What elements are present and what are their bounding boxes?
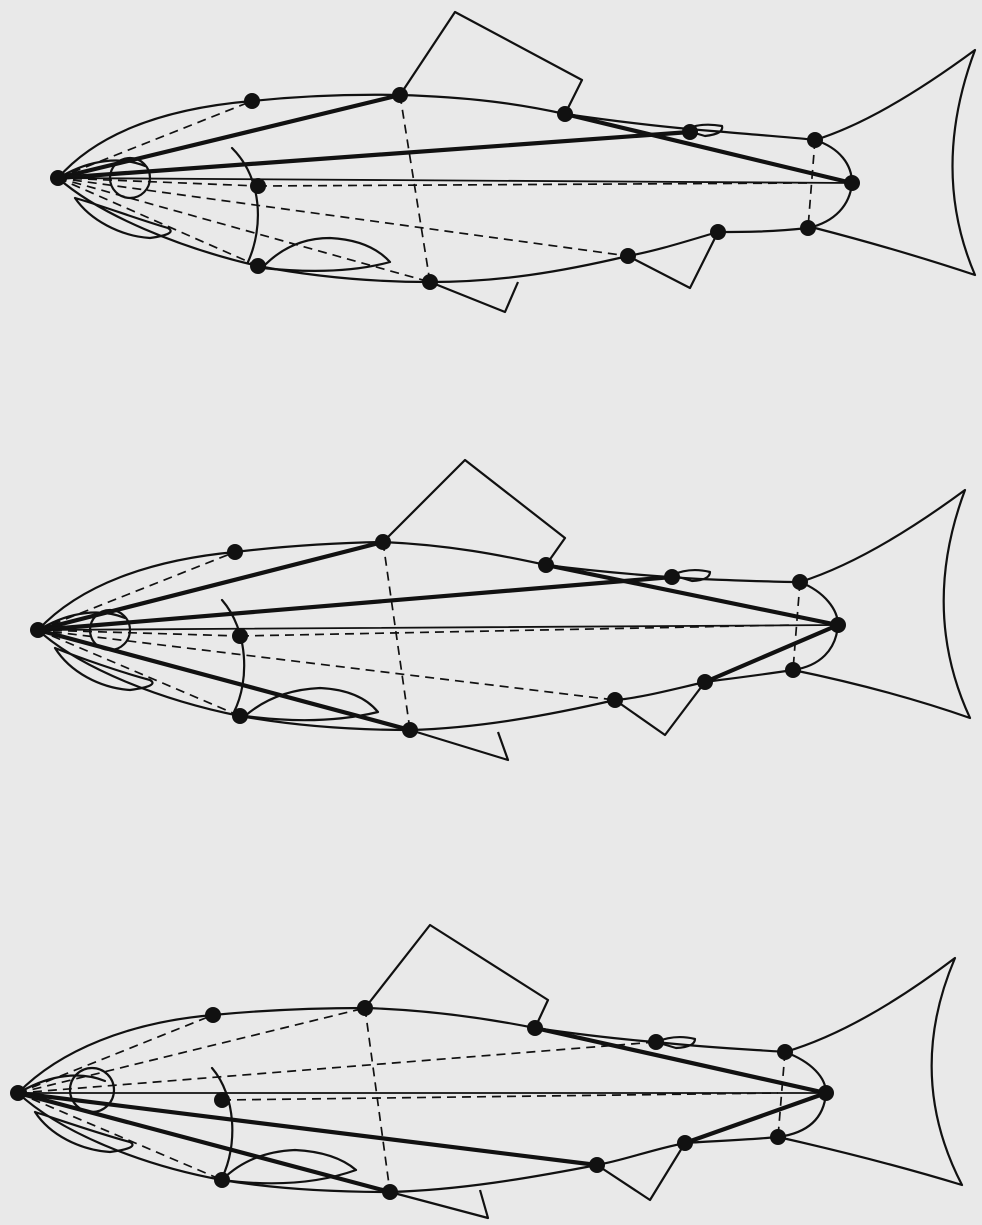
landmark-point: [785, 662, 801, 678]
landmark-point: [232, 628, 248, 644]
truss-dashed: [365, 1008, 390, 1192]
landmark-point: [844, 175, 860, 191]
pelvic-fin: [410, 730, 508, 760]
landmark-point: [682, 124, 698, 140]
truss-lines: [38, 542, 838, 730]
truss-dashed: [400, 95, 430, 282]
gill-cover: [222, 600, 244, 712]
landmark-point: [244, 93, 260, 109]
fish-diagram-middle: [30, 460, 970, 760]
truss-segment: [58, 178, 852, 183]
landmark-point: [648, 1034, 664, 1050]
landmark-point: [677, 1135, 693, 1151]
landmark-point: [10, 1085, 26, 1101]
truss-dashed: [58, 178, 258, 266]
landmark-point: [538, 557, 554, 573]
landmark-point: [807, 132, 823, 148]
fish-outline: [58, 12, 975, 312]
fish-diagram-top: [50, 12, 975, 312]
body-outline: [18, 1008, 826, 1192]
dorsal-fin: [365, 925, 548, 1028]
truss-dashed: [18, 1042, 656, 1093]
landmarks: [50, 87, 860, 290]
caudal-fin: [778, 958, 962, 1185]
landmark-point: [250, 178, 266, 194]
landmark-point: [250, 258, 266, 274]
anal-fin: [628, 232, 718, 288]
truss-dashed: [808, 140, 815, 228]
landmark-point: [589, 1157, 605, 1173]
truss-dashed: [38, 630, 240, 716]
landmarks: [30, 534, 846, 738]
landmark-point: [800, 220, 816, 236]
truss-segment: [38, 577, 672, 630]
caudal-fin: [815, 50, 975, 275]
landmark-point: [227, 544, 243, 560]
fish-outline: [38, 460, 970, 760]
truss-segment: [38, 625, 838, 630]
landmark-point: [664, 569, 680, 585]
landmark-point: [792, 574, 808, 590]
pelvic-fin: [390, 1190, 488, 1218]
truss-dashed: [18, 1015, 213, 1093]
landmark-point: [697, 674, 713, 690]
body-outline: [58, 95, 852, 282]
fish-outline: [18, 925, 962, 1218]
truss-dashed: [18, 1008, 365, 1093]
truss-lines: [18, 1008, 826, 1192]
landmark-point: [382, 1184, 398, 1200]
landmark-point: [357, 1000, 373, 1016]
anal-fin: [597, 1143, 685, 1200]
dorsal-fin: [400, 12, 582, 114]
landmark-point: [770, 1129, 786, 1145]
gill-cover: [212, 1068, 232, 1178]
pelvic-fin: [430, 282, 518, 312]
landmark-point: [205, 1007, 221, 1023]
landmark-point: [607, 692, 623, 708]
truss-dashed: [222, 1093, 778, 1100]
truss-lines: [58, 95, 852, 282]
landmark-point: [30, 622, 46, 638]
body-outline: [38, 542, 838, 730]
landmark-point: [214, 1172, 230, 1188]
landmark-point: [422, 274, 438, 290]
fish-diagram-bottom: [10, 925, 962, 1218]
truss-dashed: [38, 552, 235, 630]
landmark-point: [557, 106, 573, 122]
anal-fin: [615, 682, 705, 735]
truss-dashed: [258, 183, 808, 186]
landmark-point: [830, 617, 846, 633]
landmark-point: [710, 224, 726, 240]
landmark-point: [375, 534, 391, 550]
landmark-point: [777, 1044, 793, 1060]
landmark-point: [50, 170, 66, 186]
truss-dashed: [383, 542, 410, 730]
landmark-point: [818, 1085, 834, 1101]
landmark-point: [527, 1020, 543, 1036]
landmark-point: [620, 248, 636, 264]
landmark-point: [232, 708, 248, 724]
jaw: [55, 648, 153, 690]
landmark-point: [402, 722, 418, 738]
landmark-point: [214, 1092, 230, 1108]
landmark-point: [392, 87, 408, 103]
dorsal-fin: [383, 460, 565, 565]
pectoral-fin: [262, 238, 390, 271]
caudal-fin: [793, 490, 970, 718]
